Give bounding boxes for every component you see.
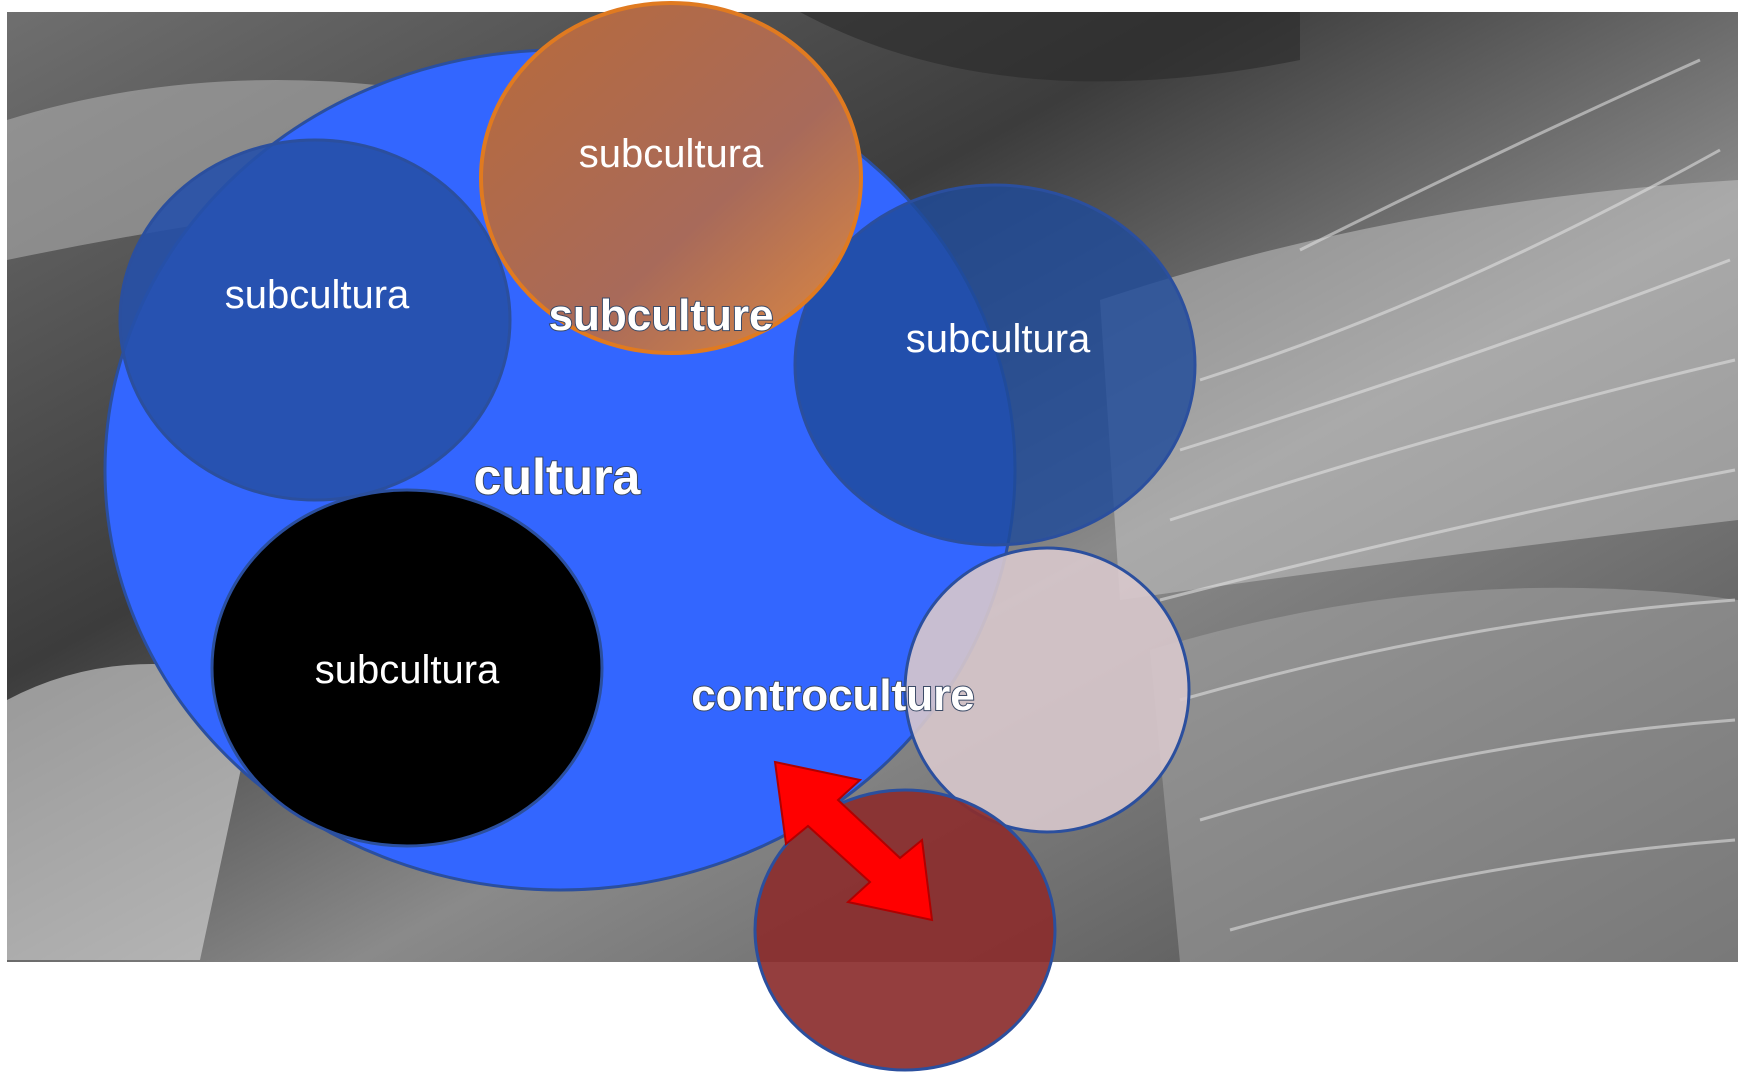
- subculture-circle-top-left: [118, 138, 512, 502]
- counterculture-circle-dark: [753, 788, 1057, 1072]
- culture-label: cultura: [474, 449, 642, 505]
- subculture-circle-orange: [479, 1, 863, 355]
- double-arrow-icon: [773, 760, 934, 922]
- subculture-circle-black: [210, 488, 604, 848]
- subculture-label-right: subcultura: [906, 317, 1091, 361]
- subculture-tag: subculture: [549, 291, 774, 340]
- subculture-circle-right: [793, 183, 1197, 547]
- subculture-label-left: subcultura: [225, 273, 410, 317]
- counterculture-tag: controculture: [691, 671, 975, 720]
- counterculture-circle-light: [903, 546, 1191, 834]
- subculture-label-black: subcultura: [315, 648, 500, 692]
- subculture-label-top: subcultura: [579, 132, 764, 176]
